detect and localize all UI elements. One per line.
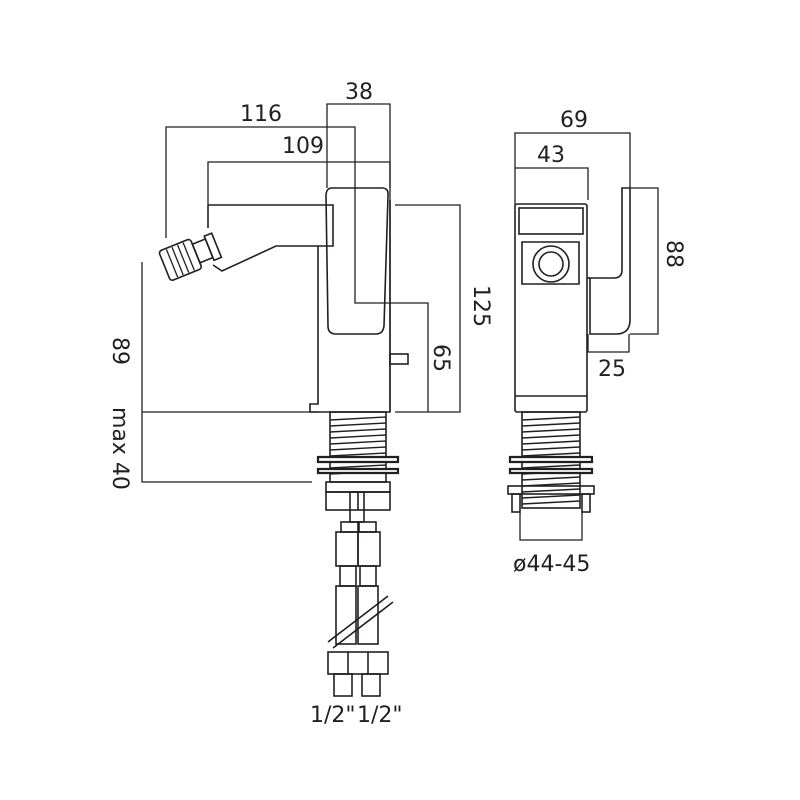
dim-69-label: 69 — [560, 108, 588, 133]
front-body — [309, 187, 409, 413]
front-shank — [316, 411, 400, 511]
connection-left-label: 1/2" — [310, 703, 356, 728]
side-view: 69 43 88 25 ø44-45 — [507, 108, 686, 577]
dim-88-label: 88 — [661, 240, 686, 268]
dim-125-label: 125 — [468, 285, 493, 327]
dim-116-label: 116 — [240, 102, 282, 127]
hole-dim-line — [519, 512, 583, 541]
front-spout — [158, 204, 334, 281]
dim-38-label: 38 — [345, 80, 373, 105]
dim-43-label: 43 — [537, 143, 565, 168]
front-view: 116 109 38 125 65 89 max 40 1/2" 1/2" — [107, 80, 493, 728]
side-dimension-lines — [514, 132, 659, 353]
side-shank — [507, 411, 595, 513]
front-hoses — [327, 491, 394, 697]
dim-109-label: 109 — [282, 134, 324, 159]
dim-max40-label: max 40 — [107, 407, 132, 490]
dim-hole-label: ø44-45 — [513, 552, 590, 577]
dim-89-label: 89 — [107, 337, 132, 365]
dim-25-label: 25 — [598, 357, 626, 382]
front-dimension-lines — [141, 103, 461, 483]
dim-65-label: 65 — [428, 344, 453, 372]
connection-right-label: 1/2" — [357, 703, 403, 728]
